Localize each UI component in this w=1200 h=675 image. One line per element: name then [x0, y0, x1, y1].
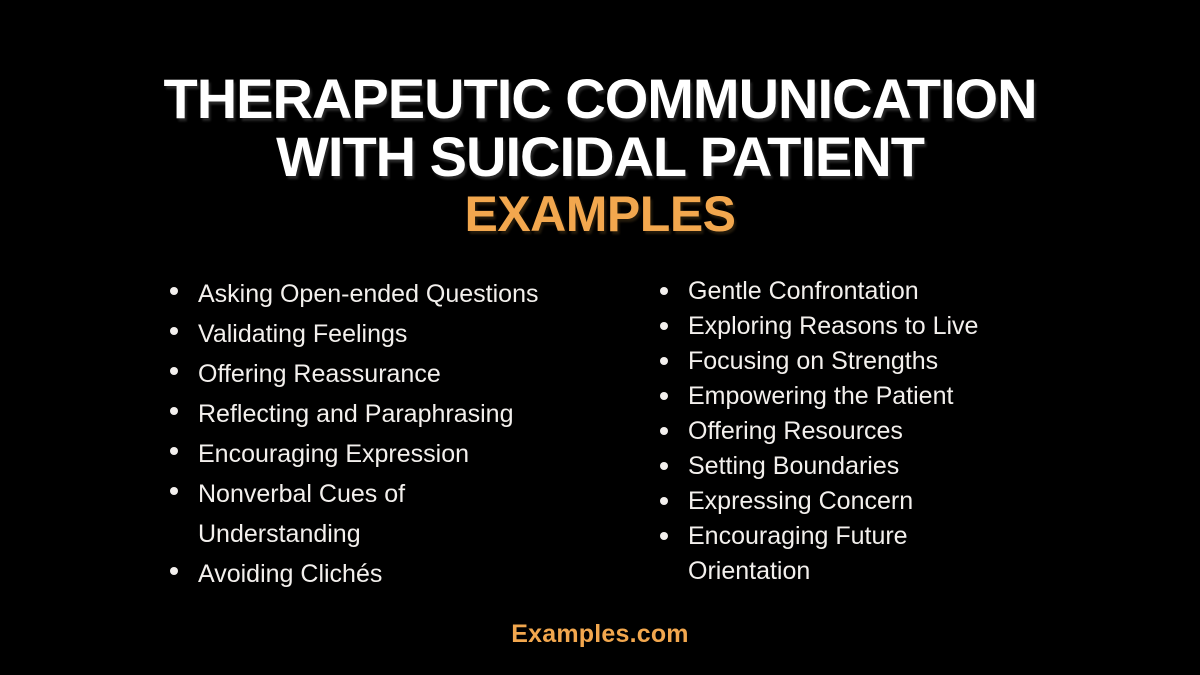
list-item: Offering Reassurance	[168, 354, 598, 394]
list-item: Asking Open-ended Questions	[168, 274, 598, 314]
list-item: Exploring Reasons to Live	[658, 309, 1088, 344]
list-item: Empowering the Patient	[658, 379, 1088, 414]
list-item: Focusing on Strengths	[658, 344, 1088, 379]
list-item: Avoiding Clichés	[168, 554, 598, 594]
list-item: Setting Boundaries	[658, 449, 1088, 484]
list-item: Expressing Concern	[658, 484, 1088, 519]
list-item: Gentle Confrontation	[658, 274, 1088, 309]
title-block: THERAPEUTIC COMMUNICATION WITH SUICIDAL …	[0, 67, 1200, 243]
page-title-line-2: WITH SUICIDAL PATIENT	[276, 125, 925, 188]
brand-text: Examples.com	[511, 620, 689, 648]
footer: Examples.com	[0, 620, 1200, 649]
list-item: Validating Feelings	[168, 314, 598, 354]
list-item: Reflecting and Paraphrasing	[168, 394, 598, 434]
page-title-highlight: EXAMPLES	[464, 186, 736, 242]
list-item: Encouraging Expression	[168, 434, 598, 474]
list-item: Offering Resources	[658, 414, 1088, 449]
page-title-line-1: THERAPEUTIC COMMUNICATION	[163, 67, 1037, 130]
